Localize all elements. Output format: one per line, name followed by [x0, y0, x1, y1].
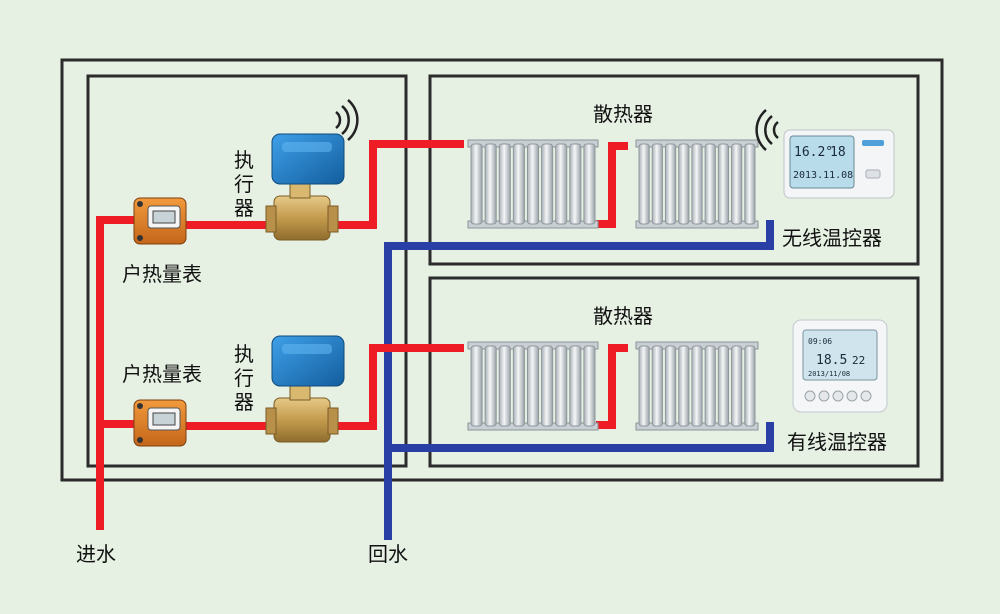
label-radiator-bottom: 散热器: [593, 304, 653, 328]
thermostat-buttons: [804, 390, 872, 402]
heat-meter-top: [133, 197, 187, 245]
radiator-fin: [704, 345, 716, 427]
radiator-fin: [678, 345, 690, 427]
label-water-in: 进水: [76, 542, 116, 566]
radiator-fin: [664, 345, 677, 427]
radiator-fin: [678, 143, 690, 225]
wireless-display-line1-left: 16.2°: [794, 145, 833, 160]
radiator-link-top: [596, 142, 628, 228]
radiator-fin: [541, 143, 554, 225]
radiator-fin: [498, 143, 511, 225]
label-actuator-top: 执行器: [234, 148, 254, 220]
radiator-fin: [704, 143, 716, 225]
radiator-fin: [569, 143, 582, 225]
wireless-signal-icon: [335, 99, 359, 141]
wired-display-line1: 09:06: [808, 337, 832, 346]
radiator-top-left: [467, 139, 599, 229]
label-radiator-top: 散热器: [593, 102, 653, 126]
radiator-fin: [731, 143, 743, 225]
radiator-fin: [638, 345, 650, 427]
radiator-fin: [664, 143, 677, 225]
radiator-fin: [744, 143, 756, 225]
wired-display-temp-left: 18.5: [816, 353, 847, 368]
radiator-fin: [498, 345, 511, 427]
radiator-fin: [744, 345, 756, 427]
radiator-fin: [651, 345, 663, 427]
radiator-fin: [484, 345, 497, 427]
heat-meter-bottom: [133, 399, 187, 447]
radiator-fin: [583, 143, 596, 225]
radiator-fin: [470, 345, 483, 427]
radiator-fin: [484, 143, 497, 225]
radiator-fin: [555, 345, 568, 427]
wired-thermostat: 09:06 18.5 22 2013/11/08: [792, 319, 888, 413]
radiator-fin: [583, 345, 596, 427]
thermostat-signal-icon: [755, 109, 779, 151]
return-pipe-lower: [388, 422, 774, 452]
radiator-fin: [691, 143, 703, 225]
radiator-fin: [651, 143, 663, 225]
radiator-fin: [569, 345, 582, 427]
label-actuator-bottom: 执行器: [234, 342, 254, 414]
radiator-bottom-left: [467, 341, 599, 431]
label-heat-meter-top: 户热量表: [122, 262, 202, 286]
radiator-fin: [555, 143, 568, 225]
radiator-fin: [526, 345, 540, 427]
radiator-top-right: [635, 139, 759, 229]
supply-pipes: [96, 140, 628, 530]
actuator-valve-top: [265, 133, 345, 241]
label-wired-thermostat: 有线温控器: [787, 430, 887, 454]
wireless-display-line2: 2013.11.08: [793, 170, 853, 181]
wireless-thermostat: 16.2° 18 2013.11.08: [755, 109, 895, 199]
actuator-valve-bottom: [265, 335, 345, 443]
label-wireless-thermostat: 无线温控器: [782, 226, 882, 250]
radiator-fin: [541, 345, 554, 427]
radiator-fin: [470, 143, 483, 225]
radiator-fin: [638, 143, 650, 225]
radiator-fin: [691, 345, 703, 427]
wireless-display-line1-right: 18: [830, 145, 846, 160]
return-pipes: [384, 220, 774, 540]
radiator-fin: [717, 345, 730, 427]
label-water-return: 回水: [368, 542, 408, 566]
label-heat-meter-bottom: 户热量表: [122, 362, 202, 386]
radiator-fin: [731, 345, 743, 427]
radiator-link-bottom: [596, 344, 628, 429]
return-pipe-main: [384, 220, 774, 540]
radiator-fin: [526, 143, 540, 225]
radiator-fin: [512, 345, 525, 427]
radiator-fin: [717, 143, 730, 225]
wired-display-temp-right: 22: [852, 354, 865, 367]
radiator-fin: [512, 143, 525, 225]
wired-display-line3: 2013/11/08: [808, 370, 850, 378]
radiator-bottom-right: [635, 341, 759, 431]
